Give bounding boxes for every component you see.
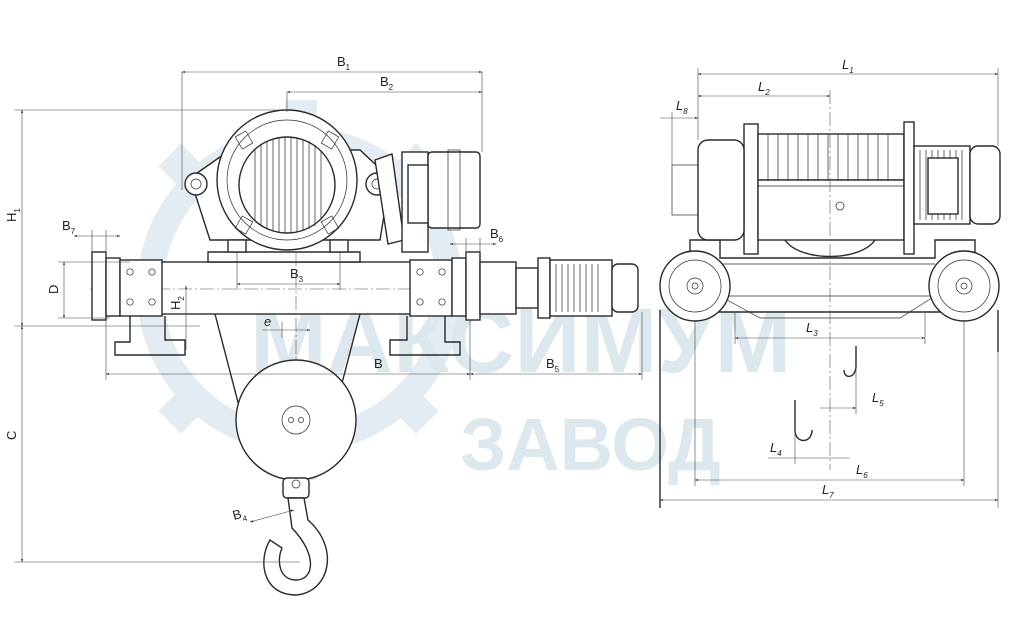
hoist-gearbox: [374, 149, 481, 253]
label-l1: L: [842, 57, 849, 72]
hook: [263, 497, 329, 596]
label-b7: B: [62, 218, 71, 233]
label-b3: B: [290, 266, 299, 281]
label-b4: B: [231, 506, 243, 523]
label-b6: B: [490, 226, 499, 241]
side-frame: [689, 239, 976, 313]
svg-text:C: C: [4, 431, 19, 440]
svg-text:B6: B6: [490, 226, 504, 244]
svg-text:B4: B4: [231, 505, 249, 526]
label-l4: L: [770, 440, 777, 455]
svg-text:H1: H1: [4, 208, 22, 222]
svg-text:B: B: [374, 356, 383, 371]
svg-text:B5: B5: [546, 356, 560, 374]
hook-symbol-upper: [843, 346, 857, 377]
svg-text:L3: L3: [806, 320, 818, 338]
svg-text:L2: L2: [758, 79, 770, 97]
svg-text:L4: L4: [770, 440, 782, 458]
label-b: B: [374, 356, 383, 371]
label-l2: L: [758, 79, 765, 94]
front-view: [14, 70, 643, 596]
label-b1: B: [337, 54, 346, 69]
side-labels: L1 L2 L3 L4 L5 L6 L7 L8: [676, 57, 884, 500]
side-wheel-right: [928, 250, 1000, 322]
front-labels: B1 B2 B3 B4 B5 B6 B7 B H1 H2 D C e: [4, 54, 560, 526]
svg-text:D: D: [46, 285, 61, 294]
label-c: C: [4, 431, 19, 440]
right-wheel-block: [389, 251, 481, 356]
svg-text:B1: B1: [337, 54, 351, 72]
svg-text:B3: B3: [290, 266, 304, 284]
label-h2: H: [168, 301, 183, 310]
label-l7: L: [822, 482, 829, 497]
travel-motor: [479, 257, 639, 319]
trolley-frame: [207, 251, 361, 263]
side-wheel-left: [659, 250, 731, 322]
label-h1: H: [4, 213, 19, 222]
svg-text:L6: L6: [856, 462, 868, 480]
svg-text:L7: L7: [822, 482, 834, 500]
hoist-motor: [184, 109, 391, 253]
label-d: D: [46, 285, 61, 294]
label-l5: L: [872, 390, 879, 405]
label-l8: L: [676, 98, 683, 113]
watermark-line2: ЗАВОД: [460, 403, 721, 486]
svg-text:H2: H2: [168, 296, 186, 310]
label-e: e: [264, 314, 271, 329]
svg-text:L1: L1: [842, 57, 854, 75]
svg-text:L8: L8: [676, 98, 688, 116]
svg-text:B2: B2: [380, 74, 394, 92]
svg-text:L5: L5: [872, 390, 884, 408]
svg-text:B7: B7: [62, 218, 76, 236]
side-view: [659, 68, 1001, 508]
hook-symbol-lower: [794, 400, 813, 442]
svg-text:e: e: [264, 314, 271, 329]
label-l3: L: [806, 320, 813, 335]
label-b2: B: [380, 74, 389, 89]
left-wheel-block: [91, 251, 186, 356]
label-b5: B: [546, 356, 555, 371]
label-l6: L: [856, 462, 863, 477]
hook-block: [235, 359, 357, 499]
side-hoist-unit: [671, 121, 1001, 258]
